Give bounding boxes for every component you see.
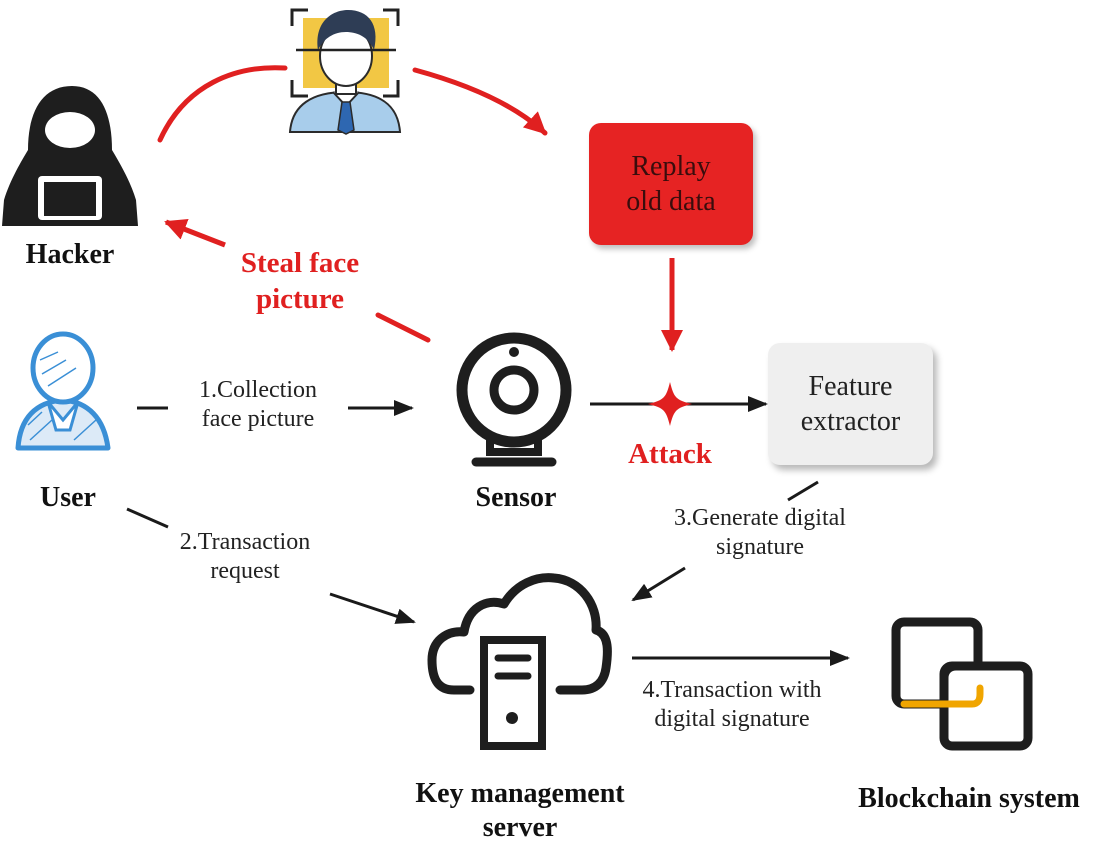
step1-line1: 1.Collection <box>199 377 317 403</box>
key-server-line2: server <box>482 811 558 843</box>
cloud-server-icon <box>427 573 612 750</box>
blockchain-label: Blockchain system <box>858 783 1080 814</box>
arc-hacker-to-face <box>157 65 288 143</box>
arrow-steal-tail <box>375 312 431 343</box>
step4-line1: 4.Transaction with <box>642 677 822 703</box>
face-scan-icon <box>288 8 402 135</box>
hacker-label: Hacker <box>25 239 115 270</box>
steal-face-picture-label: Steal face picture <box>210 246 390 317</box>
arrow-step3-head <box>631 566 686 602</box>
step4-line2: digital signature <box>654 705 810 732</box>
key-server-label: Key management server <box>375 777 665 844</box>
user-label: User <box>40 482 96 513</box>
step3-label: 3.Generate digital signature <box>642 504 878 562</box>
step4-label: 4.Transaction with digital signature <box>614 676 850 734</box>
hacker-icon <box>2 86 138 226</box>
replay-old-data-box: Replay old data <box>589 123 753 245</box>
steal-line1: Steal face <box>240 247 360 279</box>
feature-line1: Feature <box>808 371 893 402</box>
step3-line1: 3.Generate digital <box>674 505 846 531</box>
user-icon <box>15 331 111 451</box>
attack-label: Attack <box>628 438 712 470</box>
step3-line2: signature <box>716 533 804 560</box>
step1-label: 1.Collection face picture <box>168 376 348 434</box>
key-server-line1: Key management <box>415 778 625 809</box>
feature-line2: extractor <box>800 406 901 437</box>
arc-face-to-replay <box>412 67 548 136</box>
feature-extractor-box: Feature extractor <box>768 343 933 465</box>
arrow-steal-head <box>164 219 226 248</box>
step2-line1: 2.Transaction <box>179 529 311 555</box>
replay-line2: old data <box>626 186 716 217</box>
step2-line2: request <box>210 557 280 584</box>
step1-line2: face picture <box>201 405 315 432</box>
replay-line1: Replay <box>631 151 711 182</box>
arrow-step2-tail <box>126 507 169 529</box>
step2-label: 2.Transaction request <box>152 528 338 586</box>
steal-line2: picture <box>255 282 345 315</box>
attack-star-icon <box>648 382 692 426</box>
webcam-icon <box>456 332 572 467</box>
arrow-step2-head <box>329 592 416 624</box>
arrow-step3-tail <box>787 480 819 502</box>
blockchain-icon <box>891 617 1033 751</box>
sensor-label: Sensor <box>475 482 557 513</box>
